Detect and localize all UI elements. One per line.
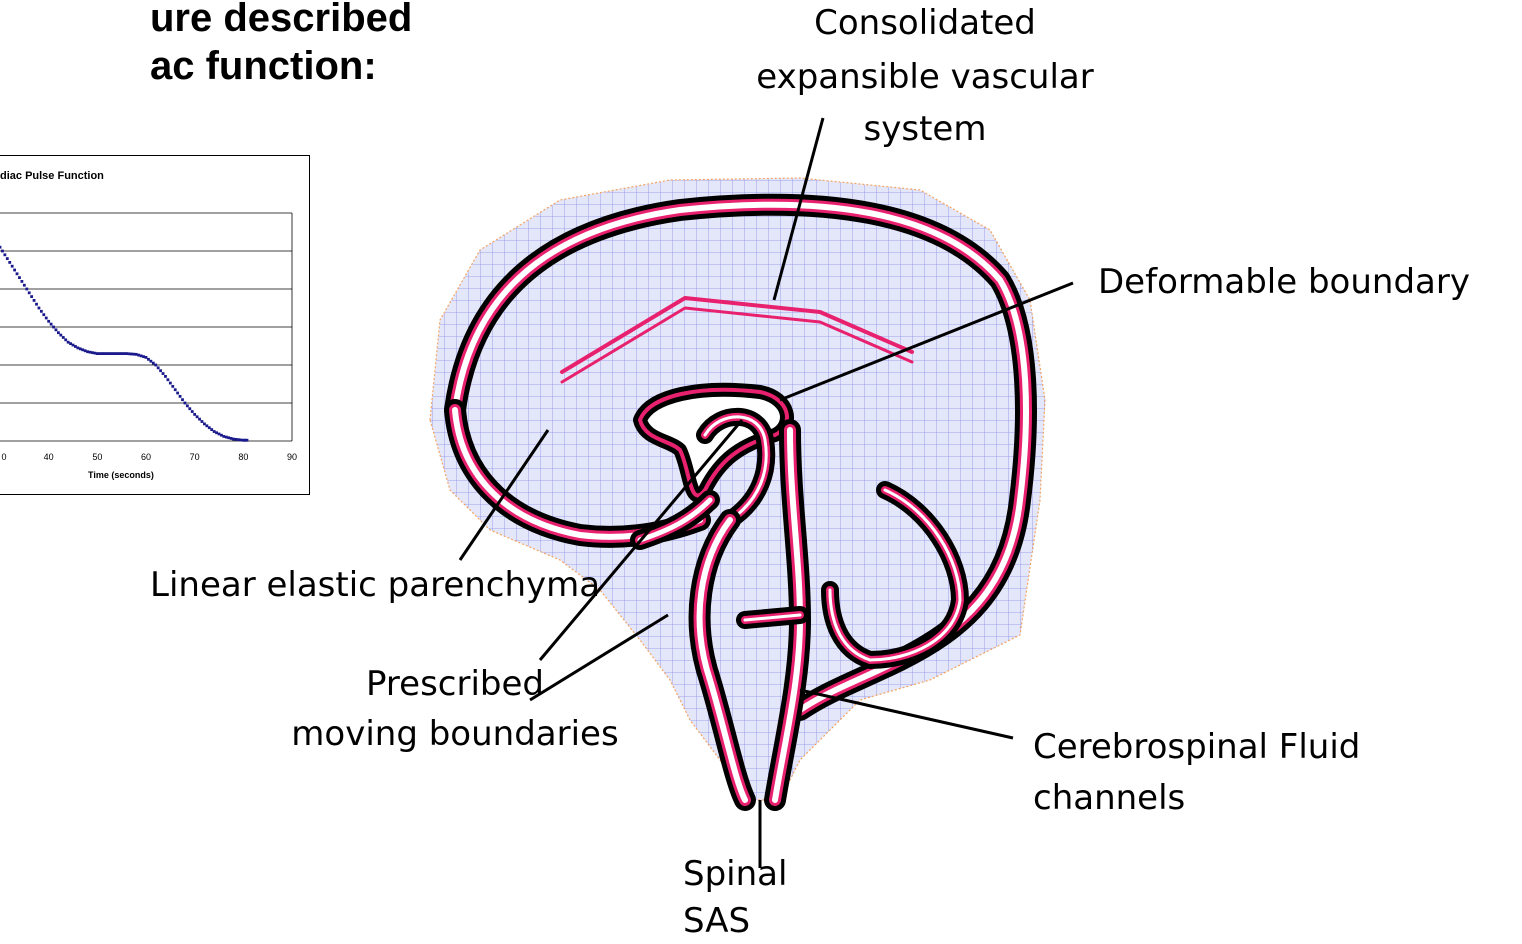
label-deformable-boundary: Deformable boundary xyxy=(1098,260,1470,304)
label-csf-2: channels xyxy=(1033,776,1185,820)
label-parenchyma: Linear elastic parenchyma xyxy=(150,563,600,607)
label-prescribed-2: moving boundaries xyxy=(255,712,655,756)
label-spinal-2: SAS xyxy=(683,899,750,943)
label-consolidated-1: Consolidated xyxy=(725,1,1125,45)
label-csf-1: Cerebrospinal Fluid xyxy=(1033,725,1360,769)
label-spinal-1: Spinal xyxy=(683,852,787,896)
label-prescribed-1: Prescribed xyxy=(255,662,655,706)
label-consolidated-3: system xyxy=(725,107,1125,151)
label-consolidated-2: expansible vascular xyxy=(725,55,1125,99)
